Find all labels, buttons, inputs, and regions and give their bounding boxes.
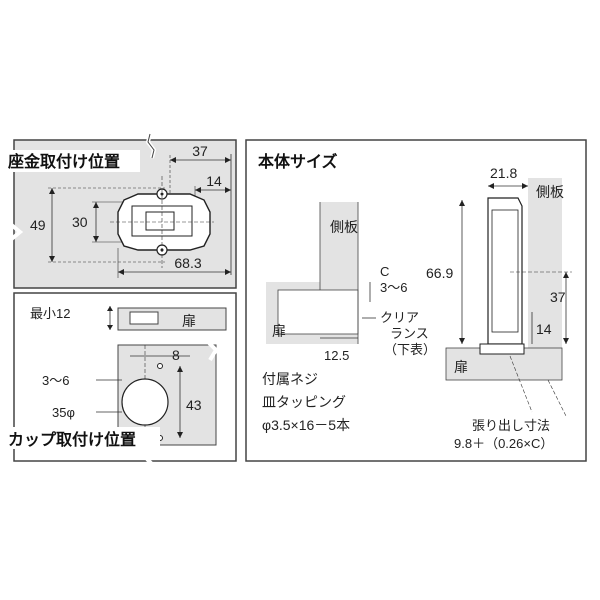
clearance-line2: ランス xyxy=(390,326,429,341)
clearance-line3: （下表） xyxy=(384,342,436,357)
dim-683: 68.3 xyxy=(174,255,201,271)
seat-notch xyxy=(6,220,24,244)
hinge-arm-inner xyxy=(491,209,519,333)
dim-49: 49 xyxy=(30,217,46,233)
min12-arrows xyxy=(107,306,113,330)
dim-125: 12.5 xyxy=(324,348,349,363)
body-panel: 本体サイズ 側板 扉 C 3～6 クリア ランス （下表） 12.5 付属ネジ … xyxy=(245,139,587,462)
dim-37: 37 xyxy=(192,143,208,159)
overhang-line1: 張り出し寸法 xyxy=(472,418,550,433)
dim-36: 3～6 xyxy=(42,373,69,388)
dim-14: 14 xyxy=(206,173,222,189)
hinge-cup xyxy=(479,343,525,355)
cup-panel: 最小12 扉 8 3～6 35φ 43 カップ取付け位置 xyxy=(6,292,237,468)
middle-door-label: 扉 xyxy=(272,323,286,339)
dim-218: 21.8 xyxy=(490,165,517,181)
overhang-line2: 9.8＋（0.26×C） xyxy=(454,436,553,451)
screw-note-1: 付属ネジ xyxy=(262,371,318,387)
middle-door-cutout xyxy=(277,289,359,335)
c-range: 3～6 xyxy=(380,280,407,295)
dim-14b: 14 xyxy=(536,321,552,337)
clearance-line1: クリア xyxy=(380,310,419,325)
plate-inner xyxy=(145,211,175,231)
screw-note-3: φ3.5×16－5本 xyxy=(262,417,350,433)
door-strip-label: 扉 xyxy=(182,313,196,329)
dim-37b: 37 xyxy=(550,289,566,305)
right-side-panel xyxy=(528,178,562,350)
cup-title: カップ取付け位置 xyxy=(8,430,136,449)
middle-side-label: 側板 xyxy=(330,219,358,235)
overhang-guides xyxy=(509,355,567,417)
right-door-label: 扉 xyxy=(454,359,468,375)
body-title: 本体サイズ xyxy=(258,152,338,171)
min-12-label: 最小12 xyxy=(30,306,70,321)
dim-669: 66.9 xyxy=(426,265,453,281)
door-strip-cutout xyxy=(129,311,159,325)
cup-title-bg xyxy=(6,427,160,449)
right-side-label: 側板 xyxy=(536,184,564,200)
c-label: C xyxy=(380,264,389,279)
dim-30: 30 xyxy=(72,214,88,230)
seat-title-bg xyxy=(6,150,140,172)
dim-8: 8 xyxy=(172,347,180,363)
seat-panel: 座金取付け位置 37 14 49 30 6 xyxy=(6,133,237,289)
screw-note-2: 皿タッピング xyxy=(262,394,346,410)
cup-cut-line xyxy=(206,340,219,362)
dim-43: 43 xyxy=(186,397,202,413)
hinge-arm xyxy=(487,197,523,345)
cup-hole xyxy=(121,378,169,426)
seat-title: 座金取付け位置 xyxy=(7,152,120,171)
cup-cut-line-2 xyxy=(145,451,156,468)
dim-35: 35φ xyxy=(52,405,75,420)
cup-screw-top xyxy=(157,363,163,369)
seat-cut-line-edge xyxy=(147,133,155,159)
